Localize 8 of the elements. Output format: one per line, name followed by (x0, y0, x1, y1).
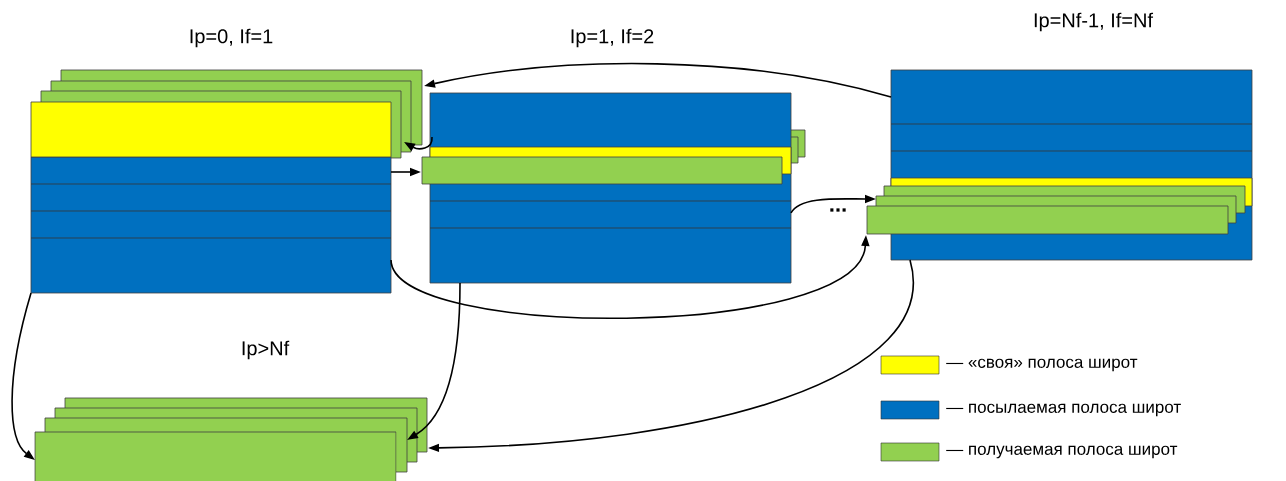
ellipsis: ... (830, 208, 846, 212)
legend-text: — посылаемая полоса широт (946, 403, 1181, 417)
block-title: Ip=1, If=2 (571, 28, 654, 48)
block-title: Ip=Nf-1, If=Nf (1034, 12, 1154, 32)
legend-text: — получаемая полоса широт (946, 445, 1178, 459)
legend-text: — «своя» полоса широт (946, 358, 1138, 372)
block-title: Ip=0, If=1 (190, 28, 273, 48)
block-title: Ip>Nf (242, 340, 290, 360)
